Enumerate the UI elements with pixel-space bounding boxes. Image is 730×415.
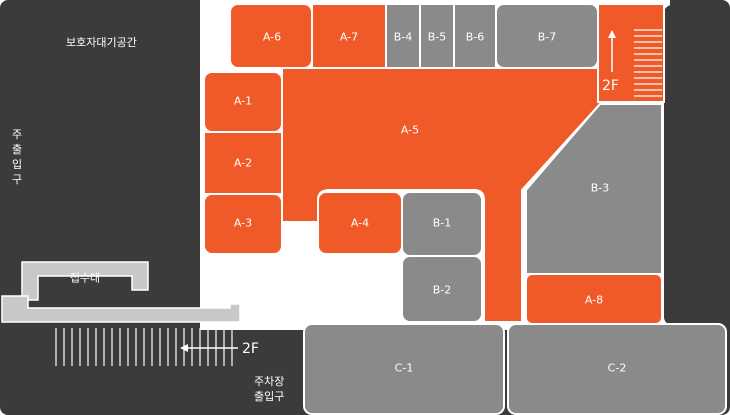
booth-b4-label: B-4 bbox=[394, 31, 413, 44]
booth-b3-label: B-3 bbox=[591, 182, 610, 195]
booth-b5[interactable] bbox=[419, 3, 455, 69]
booth-c2[interactable] bbox=[507, 323, 727, 415]
booth-b2[interactable] bbox=[401, 255, 483, 323]
protected-space-label: 보호자대기공간 bbox=[66, 36, 137, 49]
stairs-top-block bbox=[597, 3, 665, 103]
arrow-left-icon bbox=[180, 344, 238, 352]
svg-text:주차장: 주차장 bbox=[254, 375, 284, 388]
reception-label: 접수대 bbox=[70, 272, 100, 285]
main-entrance-label: 주 출 입 구 bbox=[12, 128, 22, 186]
booth-a4-label: A-4 bbox=[351, 217, 369, 230]
parking-entrance-label: 주차장 출입구 bbox=[254, 375, 284, 403]
booth-b1-label: B-1 bbox=[433, 217, 452, 230]
ledge-bottom-left bbox=[1, 295, 241, 323]
arrow-up-icon bbox=[608, 30, 616, 72]
svg-text:출: 출 bbox=[12, 143, 22, 156]
booth-a3[interactable] bbox=[203, 193, 283, 255]
booth-a5-label: A-5 bbox=[401, 124, 419, 137]
stairs-top-steps bbox=[634, 29, 662, 97]
svg-text:구: 구 bbox=[12, 173, 22, 186]
svg-text:주: 주 bbox=[12, 128, 22, 141]
booth-c1[interactable] bbox=[303, 323, 505, 415]
booth-b5-label: B-5 bbox=[428, 31, 447, 44]
booth-c1-label: C-1 bbox=[395, 362, 414, 375]
booth-a1-label: A-1 bbox=[234, 95, 252, 108]
booth-a7-label: A-7 bbox=[340, 31, 358, 44]
stairs-bottom-steps bbox=[55, 328, 233, 366]
stairs-2f-bottom-label: 2F bbox=[242, 341, 259, 357]
svg-text:입: 입 bbox=[12, 158, 22, 171]
booth-b4[interactable] bbox=[385, 3, 421, 69]
stairs-2f-top-label: 2F bbox=[602, 78, 619, 94]
booth-b7-label: B-7 bbox=[538, 31, 557, 44]
booth-b2-label: B-2 bbox=[433, 284, 452, 297]
right-wall bbox=[664, 5, 728, 325]
booth-a2[interactable] bbox=[203, 131, 283, 195]
booth-a8-label: A-8 bbox=[585, 294, 603, 307]
corridor-left bbox=[282, 210, 322, 330]
svg-text:출입구: 출입구 bbox=[254, 390, 284, 403]
booth-a2-label: A-2 bbox=[234, 157, 252, 170]
booth-a3-label: A-3 bbox=[234, 217, 252, 230]
booth-a6-label: A-6 bbox=[263, 31, 281, 44]
booth-b6-label: B-6 bbox=[466, 31, 485, 44]
booth-c2-label: C-2 bbox=[608, 362, 627, 375]
